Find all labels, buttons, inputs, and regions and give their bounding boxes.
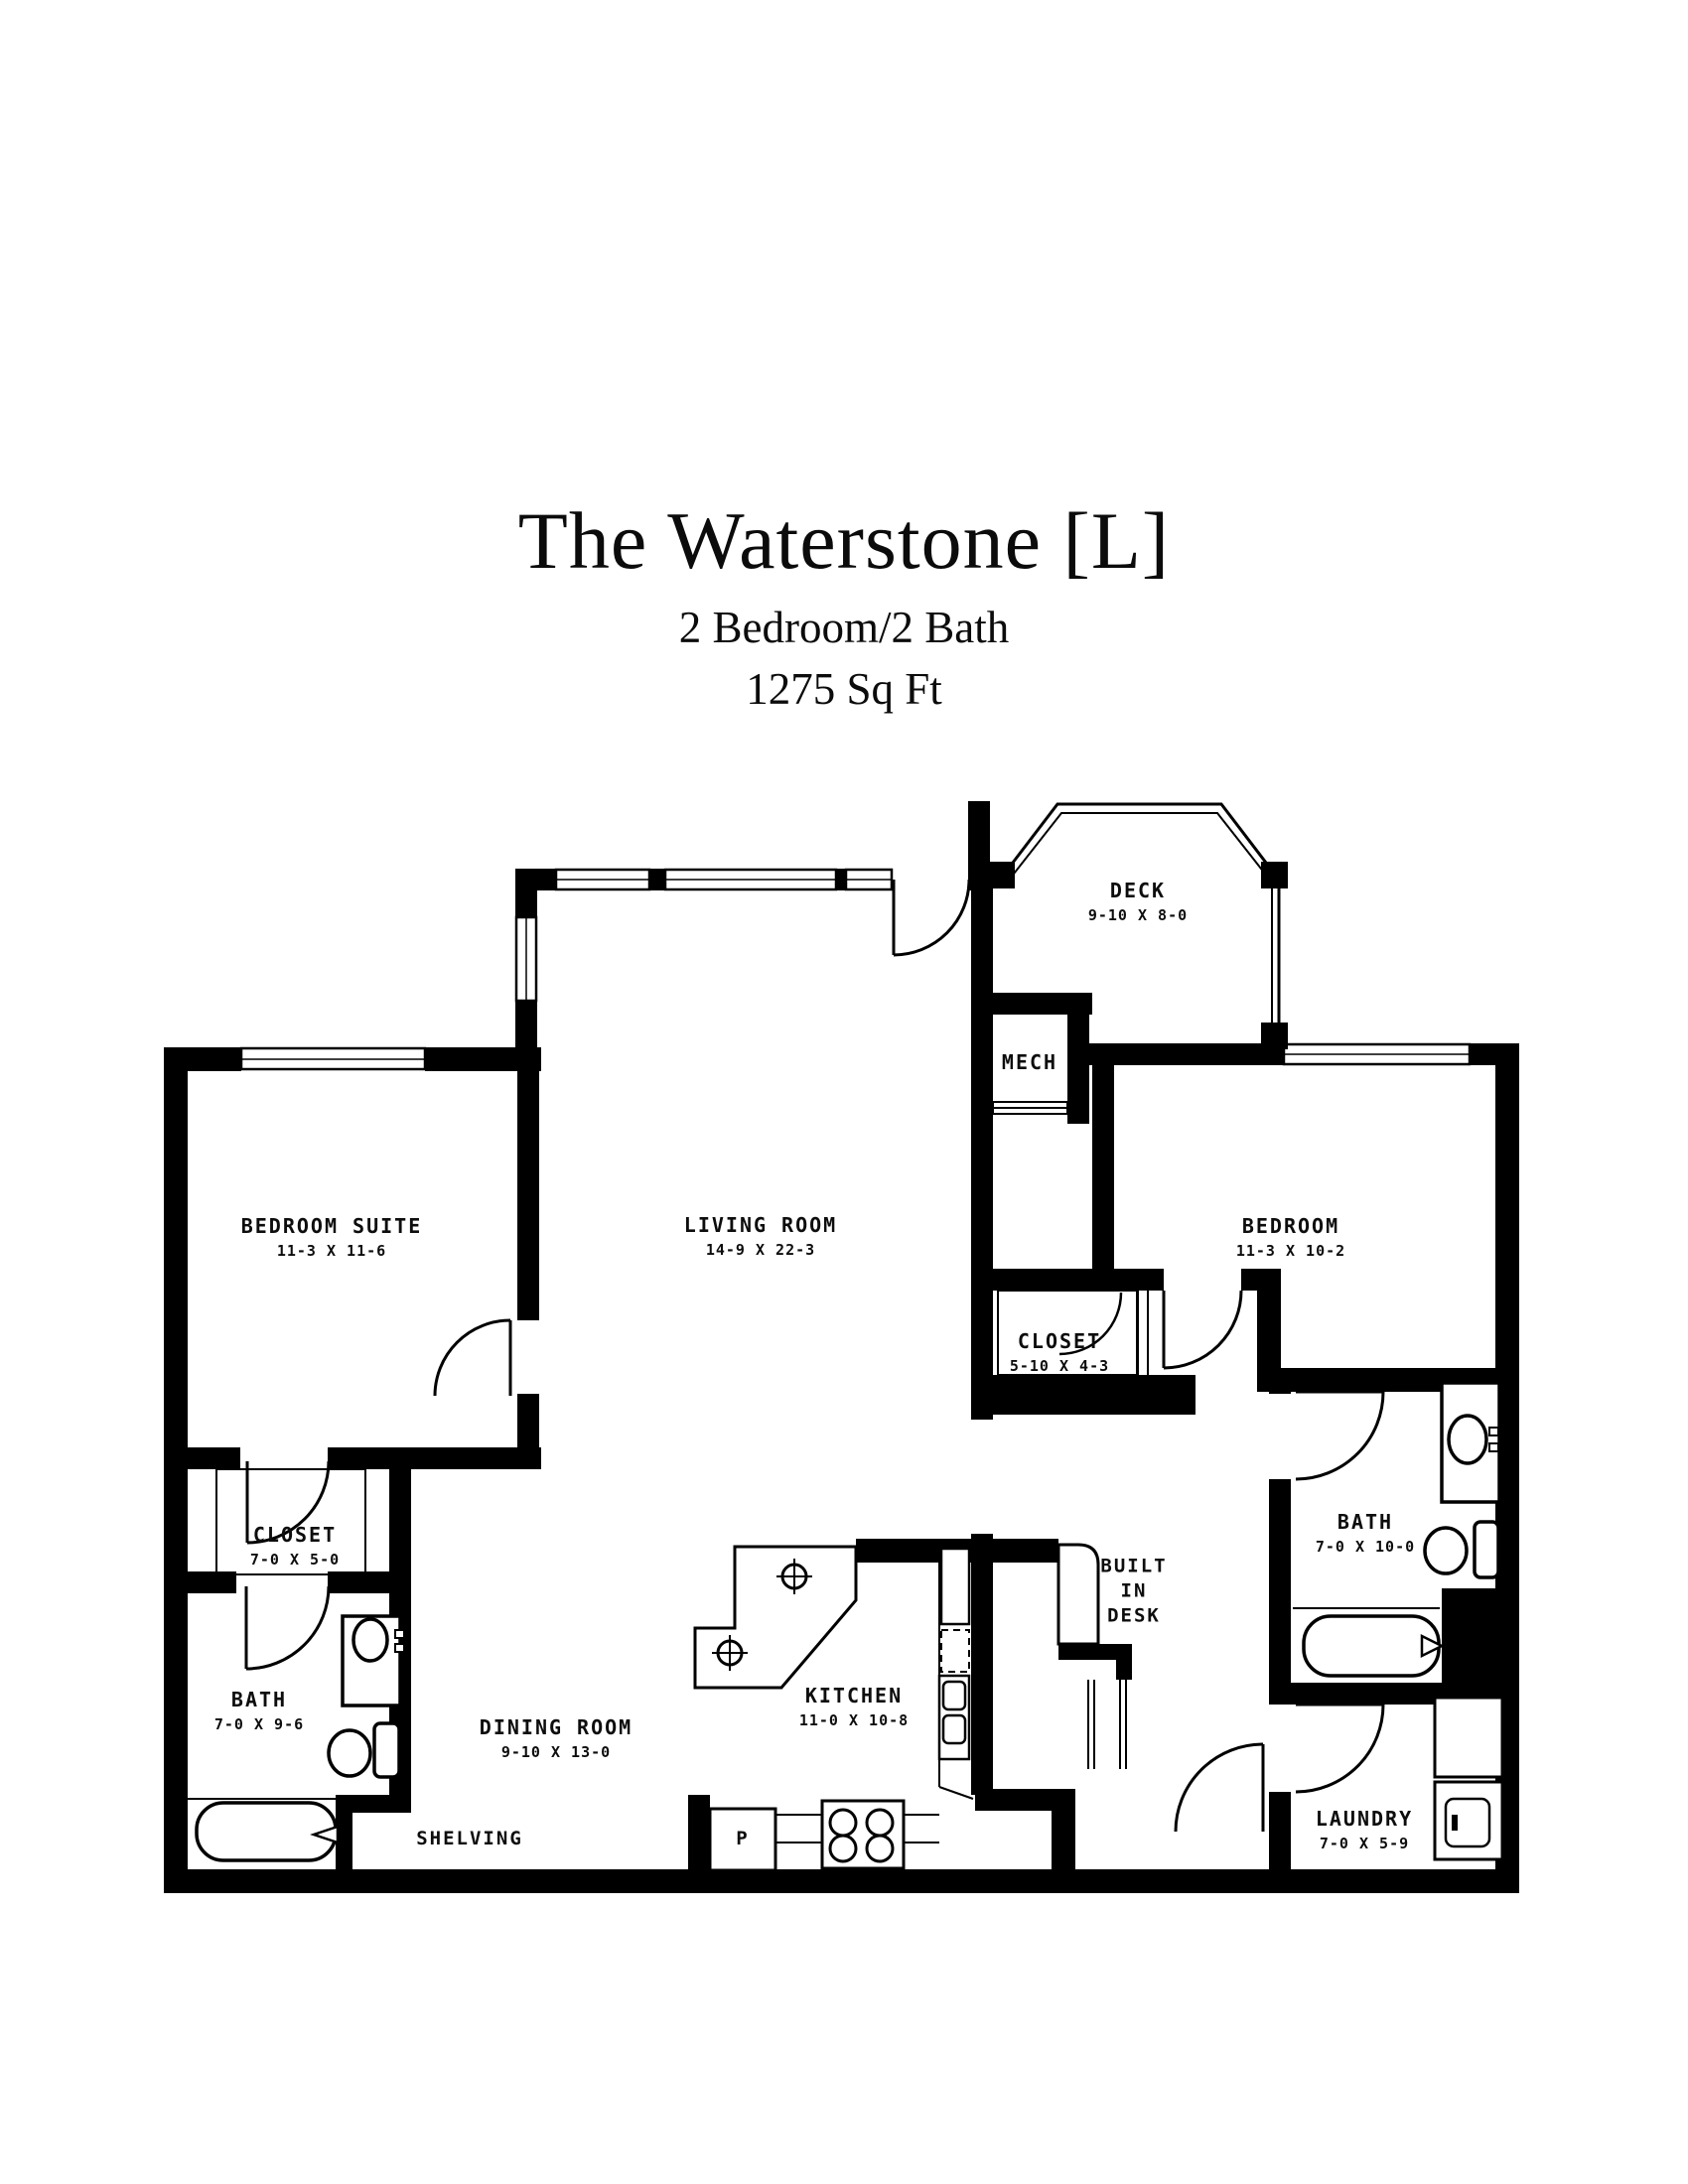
- room-label-kitchen: KITCHEN 11-0 X 10-8: [798, 1684, 910, 1729]
- plan-subtitle: 2 Bedroom/2 Bath: [678, 603, 1010, 652]
- closet-suite-interior: [215, 1468, 366, 1575]
- door-bath-suite: [244, 1585, 331, 1671]
- closet-bedroom-slider: [1137, 1291, 1149, 1375]
- kitchen-island-sink-icon: [693, 1545, 858, 1690]
- closet-interiors: [215, 1290, 1138, 1575]
- room-label-bedroom: BEDROOM 11-3 X 10-2: [1235, 1214, 1346, 1260]
- room-label-mech: MECH: [1001, 1050, 1058, 1074]
- room-label-closet-bedroom: CLOSET 5-10 X 4-3: [1009, 1329, 1110, 1375]
- room-label-bedroom-suite: BEDROOM SUITE 11-3 X 11-6: [240, 1214, 423, 1260]
- door-laundry: [1295, 1703, 1385, 1794]
- room-label-deck: DECK 9-10 X 8-0: [1087, 879, 1189, 924]
- window-bedroom: [1282, 1042, 1472, 1066]
- label-pantry: P: [736, 1828, 750, 1849]
- window-living-1: [554, 868, 651, 891]
- label-shelving: SHELVING: [416, 1828, 523, 1849]
- door-deck: [892, 879, 971, 957]
- bathtub-icon: [1293, 1607, 1445, 1678]
- desk-icon: [1056, 1543, 1127, 1769]
- plan-square-footage: 1275 Sq Ft: [746, 664, 942, 714]
- title-block: The Waterstone [L] 2 Bedroom/2 Bath 1275…: [0, 494, 1688, 715]
- sink-icon: [341, 1614, 405, 1707]
- laundry-fixtures: [1433, 1696, 1504, 1861]
- door-bedroom: [1162, 1290, 1243, 1370]
- window-living-3: [844, 868, 894, 891]
- deck-railing: [988, 802, 1288, 1049]
- door-bedroom-suite: [433, 1318, 512, 1397]
- room-label-laundry: LAUNDRY 7-0 X 5-9: [1315, 1807, 1414, 1852]
- door-closet-bedroom-swing: [1058, 1292, 1123, 1356]
- stove-icon: [820, 1799, 906, 1870]
- mech-louver-door: [992, 1101, 1068, 1115]
- window-living-left: [514, 915, 538, 1003]
- room-label-closet-suite: CLOSET 7-0 X 5-0: [249, 1523, 341, 1569]
- label-built-in-desk: BUILT IN DESK: [1100, 1555, 1168, 1627]
- kitchen-fixtures: [693, 1545, 974, 1872]
- window-living-2: [663, 868, 838, 891]
- door-closet-suite: [245, 1460, 331, 1545]
- window-bedroom-suite: [239, 1046, 427, 1071]
- bath-suite-fixtures: [171, 1614, 405, 1862]
- pantry-cabinet: [708, 1807, 777, 1872]
- bathtub-icon: [171, 1798, 340, 1862]
- door-bath-second: [1295, 1390, 1385, 1481]
- closet-bedroom-interior: [997, 1290, 1138, 1376]
- bath-second-fixtures: [1293, 1381, 1501, 1678]
- room-label-bath-suite: BATH 7-0 X 9-6: [213, 1688, 305, 1733]
- toilet-icon: [1423, 1520, 1500, 1579]
- washer-icon: [1433, 1696, 1504, 1779]
- kitchen-sink-icon: [937, 1674, 971, 1761]
- dryer-icon: [1433, 1780, 1504, 1861]
- sink-icon: [1440, 1381, 1501, 1504]
- toilet-icon: [327, 1721, 401, 1779]
- walls: [164, 801, 1519, 1893]
- room-label-dining-room: DINING ROOM 9-10 X 13-0: [479, 1715, 633, 1761]
- dishwasher-icon: [940, 1629, 970, 1673]
- deck-posts: [988, 862, 1288, 1049]
- doors: [244, 879, 1385, 1833]
- door-hall: [1174, 1742, 1265, 1833]
- windows: [239, 868, 1472, 1071]
- refrigerator-icon: [939, 1547, 971, 1626]
- room-label-living-room: LIVING ROOM 14-9 X 22-3: [683, 1213, 838, 1259]
- room-label-bath-second: BATH 7-0 X 10-0: [1315, 1510, 1416, 1556]
- page-title: The Waterstone [L]: [517, 495, 1171, 586]
